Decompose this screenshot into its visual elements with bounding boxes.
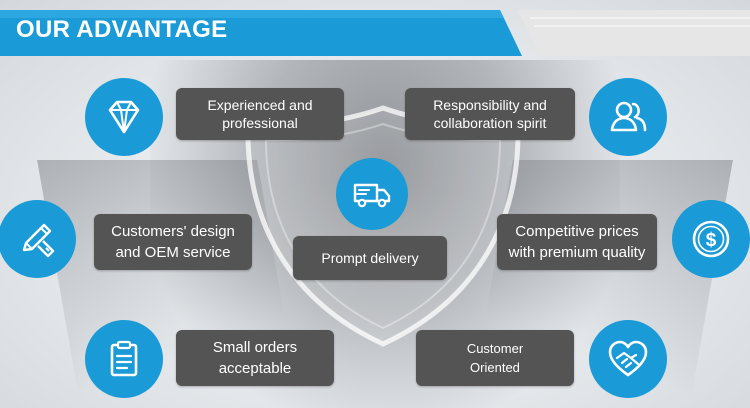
feature-icon-circle (336, 158, 408, 230)
feature-experienced: Experienced and professional (176, 88, 344, 140)
delivery-truck-icon (353, 183, 391, 208)
feature-responsibility: Responsibility and collaboration spirit (405, 88, 575, 140)
feature-customer-oriented: Customer Oriented (416, 330, 574, 386)
feature-prompt-delivery: Prompt delivery (293, 236, 447, 280)
feature-small-orders: Small orders acceptable (176, 330, 334, 386)
design-tools-icon (22, 223, 55, 258)
feature-icon-circle (85, 320, 163, 398)
feature-icon-circle: $ (672, 200, 750, 278)
feature-oem-service: Customers' design and OEM service (94, 214, 252, 270)
feature-icon-circle (85, 78, 163, 156)
feature-competitive-prices: Competitive prices with premium quality (497, 214, 657, 270)
feature-icon-circle (589, 78, 667, 156)
page-title: OUR ADVANTAGE (16, 16, 228, 43)
dollar-coin-icon: $ (692, 220, 730, 258)
heart-handshake-icon (608, 340, 648, 377)
feature-icon-circle (0, 200, 76, 278)
clipboard-icon (110, 340, 138, 377)
svg-text:$: $ (706, 230, 717, 251)
feature-icon-circle (589, 320, 667, 398)
diamond-icon (108, 100, 140, 134)
header-banner (0, 10, 750, 56)
users-icon (610, 101, 647, 132)
